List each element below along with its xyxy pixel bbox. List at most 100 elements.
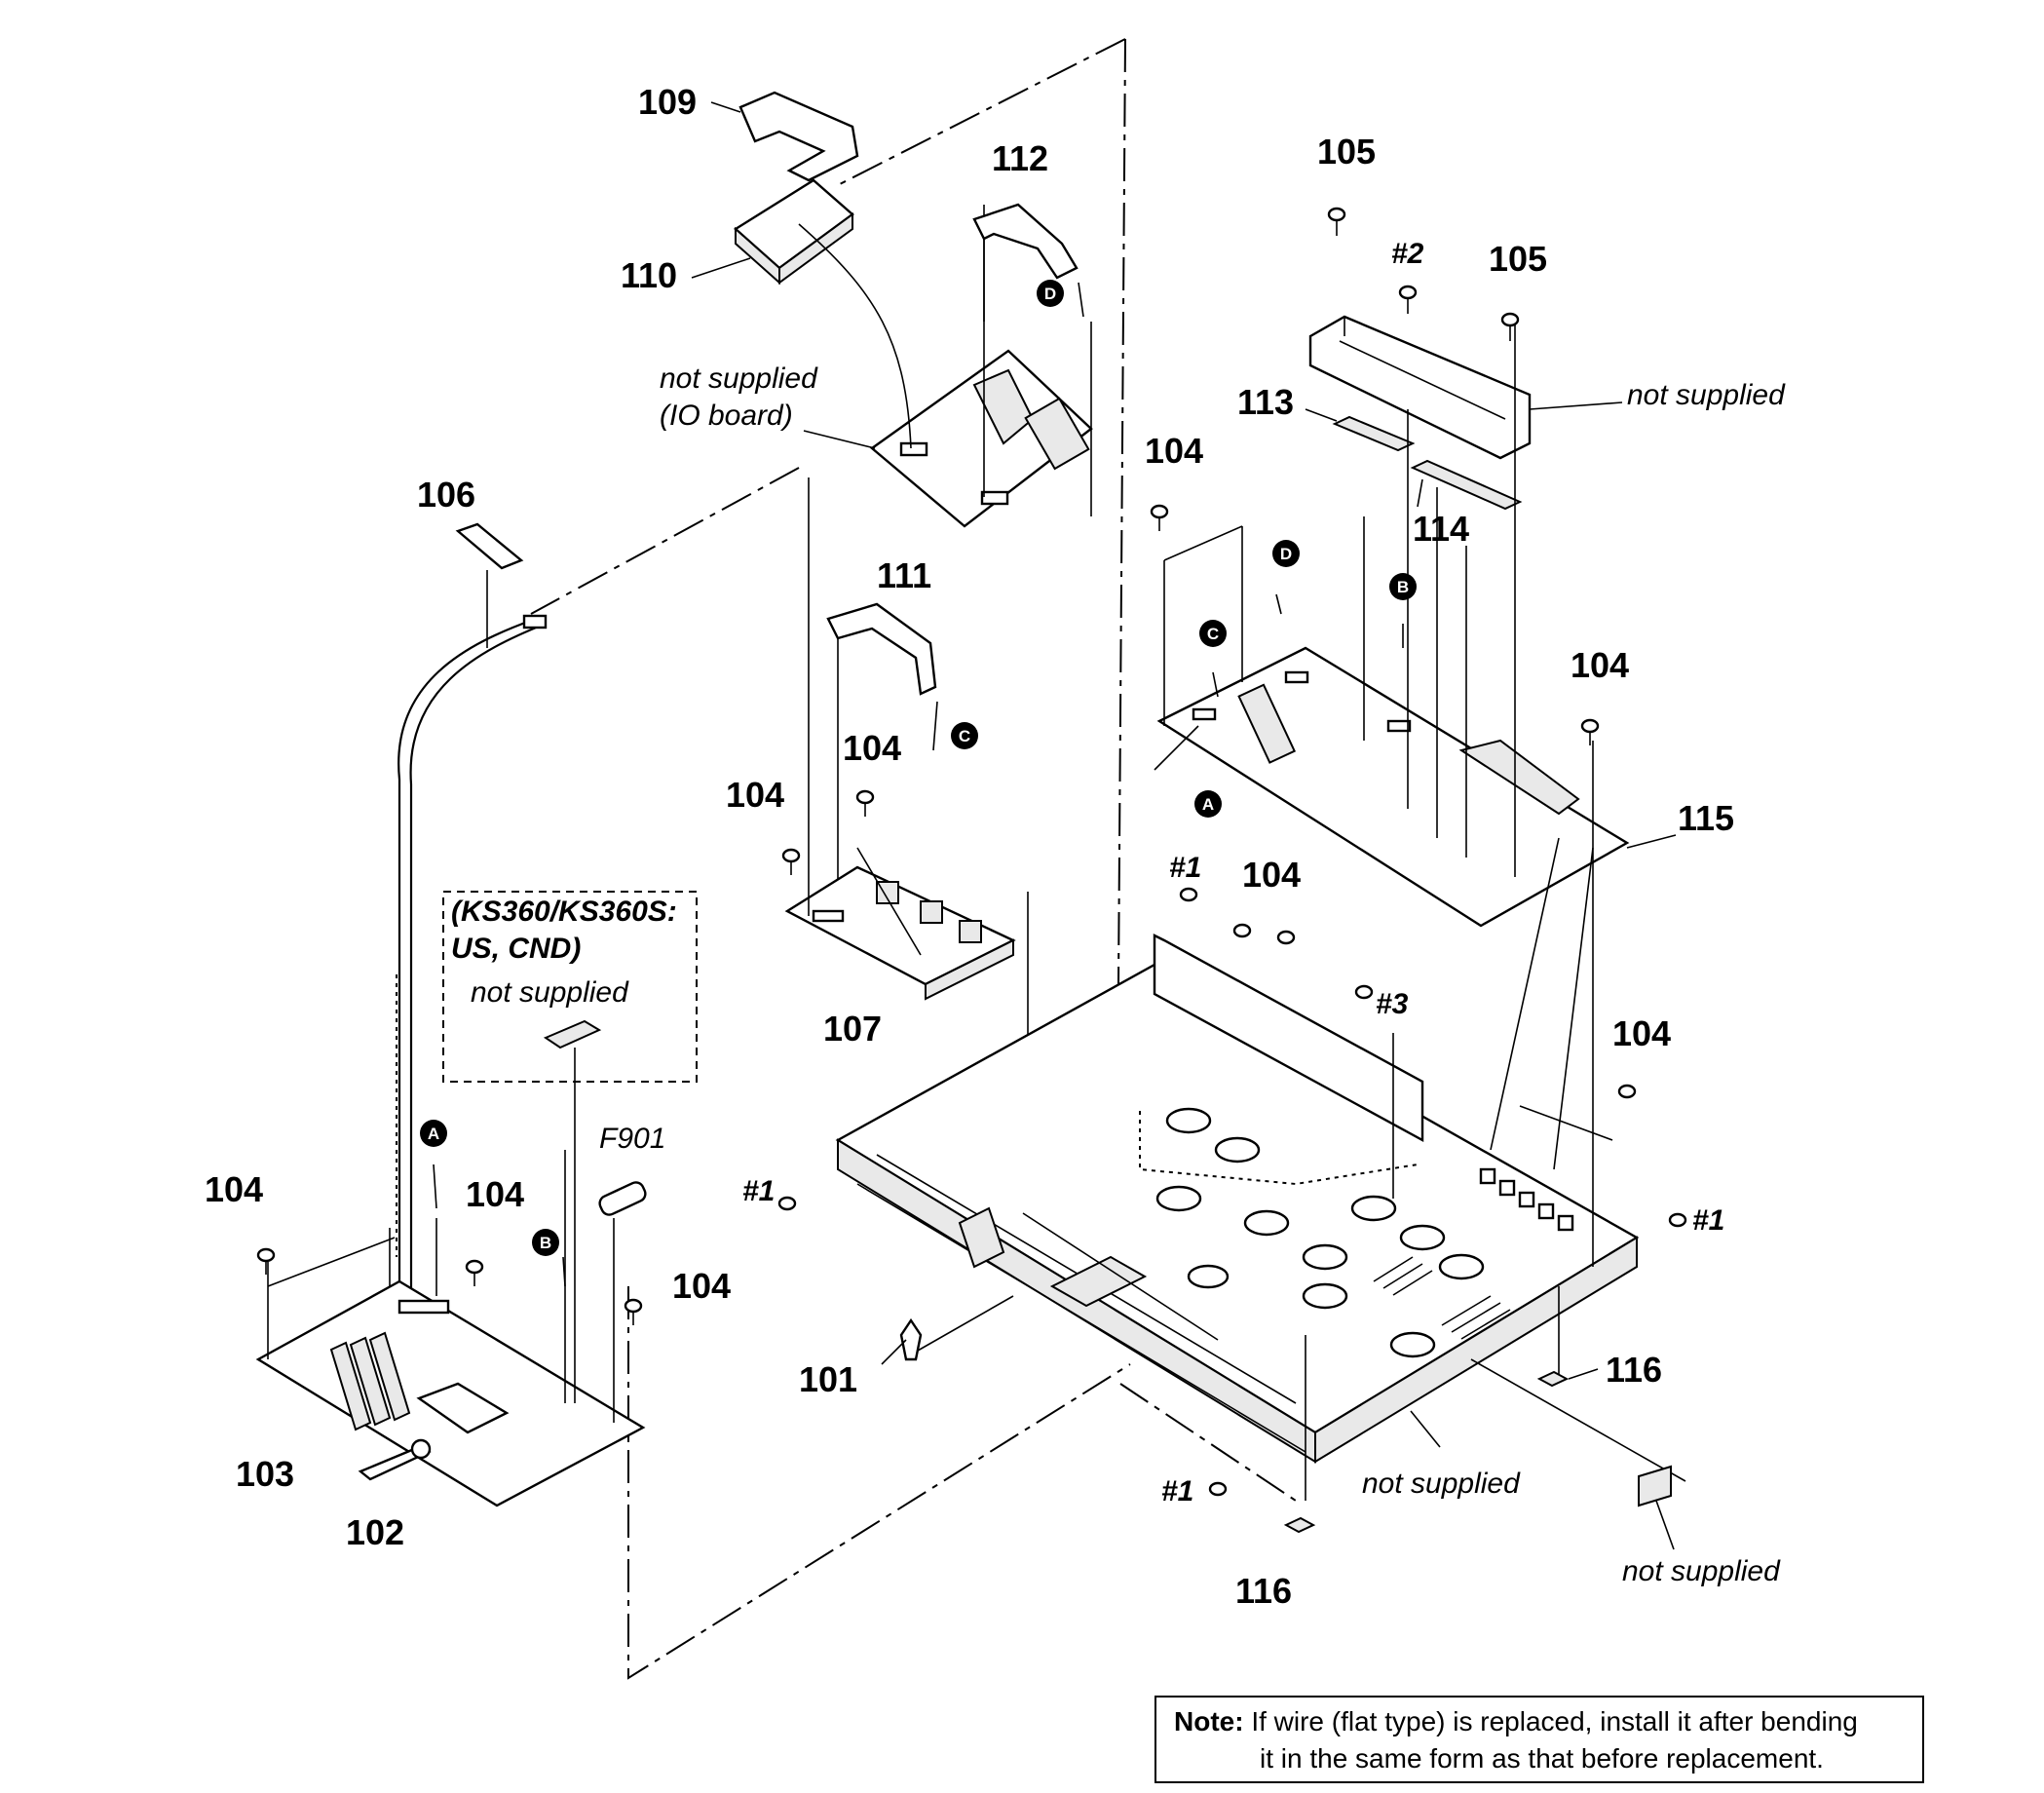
- screw-104: [1617, 1084, 1637, 1099]
- label-104-a: 104: [1145, 431, 1203, 471]
- screw-s1: [1208, 1481, 1228, 1497]
- screw-104: [855, 789, 875, 817]
- label-101: 101: [799, 1359, 857, 1399]
- label-not-supplied-rear: not supplied: [1622, 1555, 1781, 1587]
- screws: [256, 207, 1687, 1497]
- label-104-g: 104: [205, 1169, 263, 1209]
- part-116-feet: [1283, 1368, 1599, 1534]
- label-screw-2: #2: [1391, 238, 1424, 270]
- io-board-assembly: [870, 205, 1093, 528]
- screw-104: [1150, 504, 1169, 531]
- screw-s1: [1179, 887, 1198, 902]
- part-101-clip: [881, 1317, 923, 1365]
- part-107-board: [784, 477, 1029, 1218]
- label-112: 112: [992, 138, 1048, 178]
- note-label: Note:: [1174, 1706, 1244, 1736]
- label-screw-1-bottom: #1: [1161, 1475, 1193, 1507]
- label-screw-1-left: #1: [742, 1175, 775, 1207]
- label-104-f: 104: [1612, 1013, 1671, 1053]
- label-106: 106: [417, 475, 475, 515]
- guide-lines: [530, 38, 1297, 1680]
- part-113-strip: [1305, 408, 1416, 452]
- part-106-label: [455, 522, 524, 648]
- screw-105: [1500, 312, 1520, 341]
- rear-connectors: [1479, 1167, 1574, 1232]
- label-model-line2: US, CND): [451, 933, 581, 965]
- marker-b-lower: B: [532, 1229, 559, 1256]
- label-screw-1-right: #1: [1692, 1204, 1724, 1237]
- marker-a-lower: A: [420, 1120, 447, 1147]
- label-not-supplied-chassis: not supplied: [1362, 1468, 1521, 1500]
- main-chassis: [835, 741, 1686, 1501]
- label-model-line1: (KS360/KS360S:: [451, 896, 677, 928]
- screw-s1: [1668, 1212, 1687, 1228]
- svg-text:D: D: [1044, 285, 1056, 303]
- part-f901-fuse: [598, 1181, 647, 1423]
- label-104-e: 104: [1242, 855, 1301, 895]
- label-104-c: 104: [843, 728, 901, 768]
- label-f901: F901: [599, 1123, 665, 1155]
- label-not-supplied-box: not supplied: [471, 976, 629, 1009]
- replacement-note: Note: If wire (flat type) is replaced, i…: [1154, 1696, 1924, 1783]
- screw-105: [1327, 207, 1346, 236]
- marker-d-upper: D: [1037, 280, 1064, 307]
- svg-text:B: B: [540, 1234, 551, 1252]
- note-line-1: If wire (flat type) is replaced, install…: [1251, 1706, 1858, 1736]
- part-114-strip: [1410, 459, 1523, 511]
- svg-text:C: C: [959, 727, 970, 745]
- marker-c-lower: C: [951, 722, 978, 749]
- marker-c-upper: C: [1199, 620, 1227, 647]
- label-109: 109: [638, 82, 697, 122]
- svg-text:A: A: [1202, 795, 1214, 814]
- label-110: 110: [621, 255, 677, 295]
- label-107: 107: [823, 1009, 882, 1049]
- screw-104: [256, 1247, 276, 1275]
- label-114: 114: [1413, 509, 1469, 549]
- label-screw-3: #3: [1376, 988, 1409, 1020]
- marker-b-upper: B: [1389, 573, 1417, 600]
- marker-d-lower: D: [1272, 540, 1300, 567]
- svg-text:D: D: [1280, 545, 1292, 563]
- leader-io-board: [803, 430, 876, 449]
- label-116-right: 116: [1606, 1350, 1662, 1390]
- part-102-lead: [358, 1438, 432, 1481]
- label-113: 113: [1237, 382, 1294, 422]
- bracket-not-supplied: [1308, 315, 1623, 460]
- part-110-block: [691, 178, 912, 449]
- label-104-i: 104: [672, 1266, 731, 1306]
- screw-104: [1580, 718, 1600, 745]
- label-103: 103: [236, 1454, 294, 1494]
- svg-text:A: A: [428, 1125, 439, 1143]
- label-105-left: 105: [1317, 132, 1376, 172]
- screw-104: [1232, 923, 1252, 938]
- model-specific-box: [442, 891, 698, 1403]
- screw-s2: [1398, 285, 1418, 314]
- label-io-board: (IO board): [660, 400, 793, 432]
- screw-s1: [777, 1196, 797, 1211]
- part-115-main-board: [1154, 322, 1677, 928]
- chassis-feet: [1155, 1107, 1485, 1358]
- label-104-b: 104: [1571, 645, 1629, 685]
- svg-text:B: B: [1397, 578, 1409, 596]
- label-not-supplied-io: not supplied: [660, 362, 818, 395]
- label-screw-1-top: #1: [1169, 852, 1201, 884]
- screw-s3: [1354, 984, 1374, 1000]
- part-103-board: [255, 1150, 646, 1507]
- screw-104: [1276, 930, 1296, 945]
- label-104-d: 104: [726, 775, 784, 815]
- label-116-bottom: 116: [1235, 1571, 1292, 1611]
- cable-106: [396, 614, 548, 1306]
- note-line-2: it in the same form as that before repla…: [1260, 1743, 1824, 1774]
- label-111: 111: [877, 555, 931, 595]
- svg-text:C: C: [1207, 625, 1219, 643]
- part-109-flat-cable: [710, 91, 859, 182]
- screw-104: [624, 1298, 643, 1325]
- part-111-flat-cable: [826, 602, 937, 916]
- label-115: 115: [1678, 798, 1734, 838]
- marker-a-upper: A: [1194, 790, 1222, 818]
- part-112-flat-cable: [972, 203, 1079, 322]
- label-105-right: 105: [1489, 239, 1547, 279]
- label-104-h: 104: [466, 1174, 524, 1214]
- screw-104: [465, 1259, 484, 1286]
- label-not-supplied-bracket: not supplied: [1627, 379, 1786, 411]
